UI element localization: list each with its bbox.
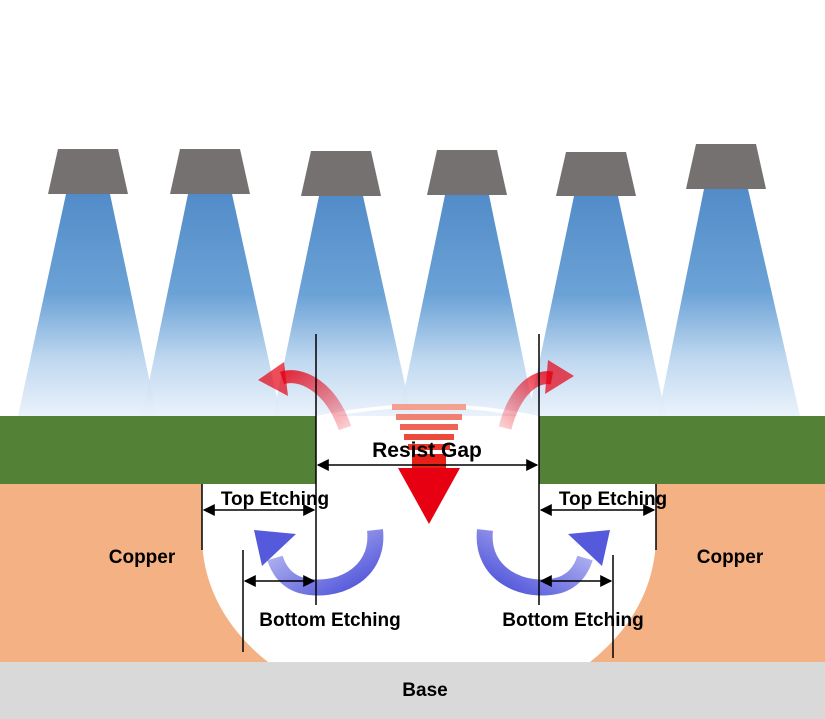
circular-arrow-icon — [254, 529, 384, 596]
base-label: Base — [402, 680, 447, 701]
base-layer — [0, 662, 825, 719]
spray-nozzle-icon — [170, 149, 250, 194]
spray-cones — [18, 189, 800, 416]
copper-layer — [0, 484, 825, 662]
curved-arrow-icon — [498, 360, 574, 430]
spray-cone — [142, 194, 281, 416]
resist-left — [0, 416, 316, 484]
spray-nozzle-icon — [301, 151, 381, 196]
dimension-lines — [201, 334, 657, 658]
spray-cone — [658, 189, 800, 416]
curved-arrow-icon — [258, 362, 352, 431]
spray-nozzle-icon — [427, 150, 507, 195]
spray-nozzle-icon — [556, 152, 636, 196]
spray-cone — [273, 196, 412, 416]
etchant-surface — [316, 404, 539, 420]
spray-cone — [399, 195, 535, 416]
top-etching-label-right: Top Etching — [559, 489, 667, 510]
copper-label-right: Copper — [697, 547, 764, 568]
spray-cone — [528, 196, 666, 416]
top-etching-label-left: Top Etching — [221, 489, 329, 510]
down-arrow-icon — [392, 404, 466, 524]
spray-nozzle-icon — [48, 149, 128, 194]
spray-cone — [18, 194, 157, 416]
nozzles — [48, 144, 766, 196]
resist-right — [539, 416, 825, 484]
resist-gap-label: Resist Gap — [372, 439, 482, 462]
spray-nozzle-icon — [686, 144, 766, 189]
bottom-etching-label-right: Bottom Etching — [502, 610, 643, 631]
copper-label-left: Copper — [109, 547, 176, 568]
bottom-etching-label-left: Bottom Etching — [259, 610, 400, 631]
circular-arrow-icon — [476, 529, 610, 596]
